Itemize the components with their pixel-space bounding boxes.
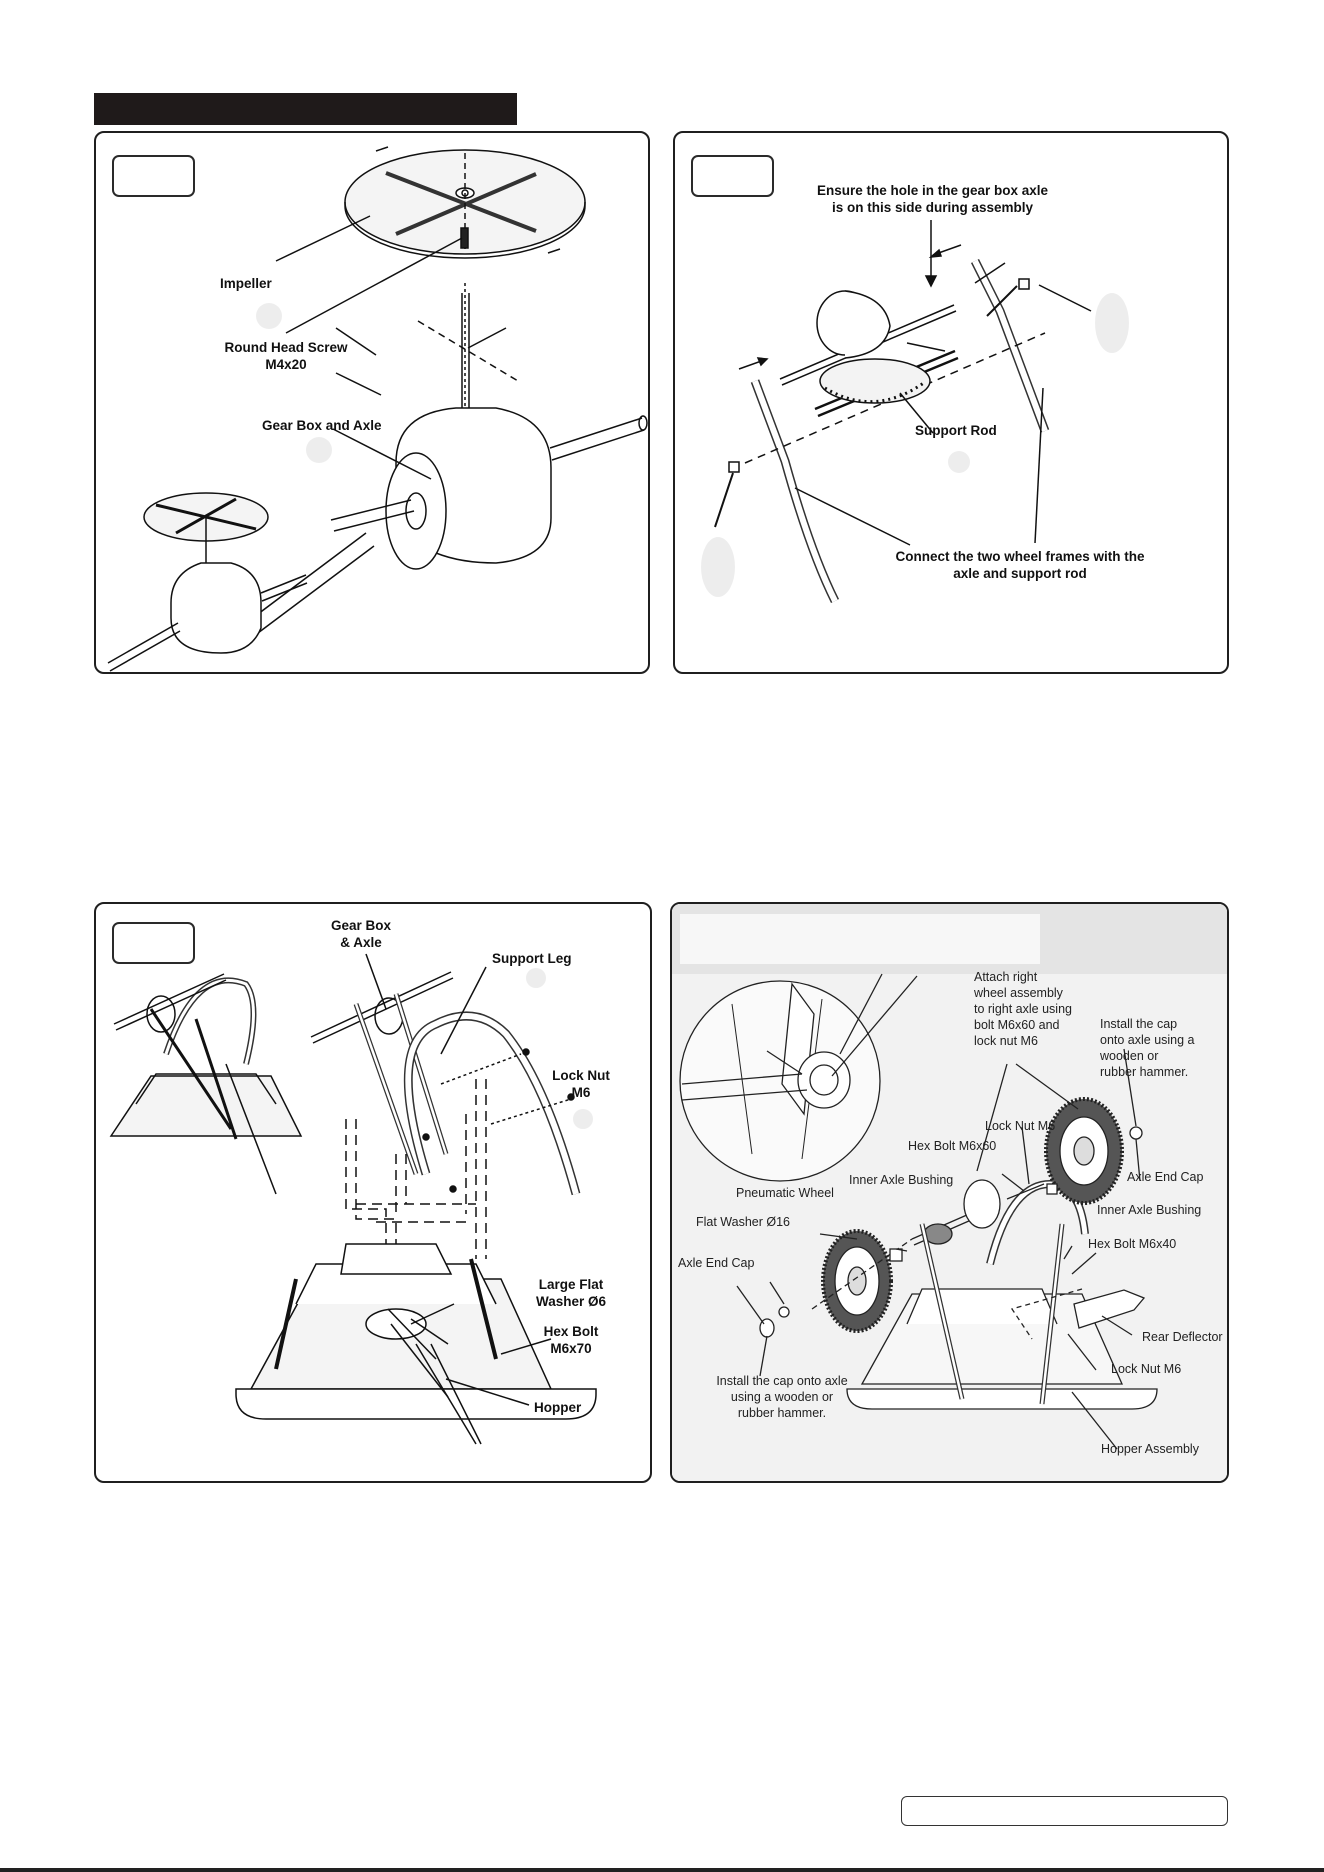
lock-nut-m6-top-label: Lock Nut M6 [985, 1119, 1056, 1133]
ensure-hole-label-line1: Ensure the hole in the gear box axle [816, 183, 1049, 198]
figure-4-illustration [672, 904, 1227, 1481]
axle-end-cap-right-label: Axle End Cap [1127, 1170, 1204, 1184]
attach-wheel-note-line4: bolt M6x60 and [974, 1018, 1060, 1032]
figure-number-box [112, 155, 195, 197]
figure-1-panel: Impeller Round Head Screw M4x20 Gear Box… [94, 131, 650, 674]
attach-wheel-note-line1: Attach right [974, 970, 1038, 984]
figure-1-illustration [107, 146, 648, 672]
hex-bolt-m6x60-label: Hex Bolt M6x60 [908, 1139, 997, 1153]
install-cap-note-line3: wooden or [1100, 1049, 1159, 1063]
hopper-label: Hopper [534, 1400, 582, 1415]
figure-3-illustration [109, 953, 597, 1445]
screw-label-line1: Round Head Screw [224, 340, 348, 355]
install-cap-note2-line2: using a wooden or [730, 1390, 834, 1404]
figure-2-illustration [714, 220, 1092, 604]
attach-wheel-note-line5: lock nut M6 [974, 1034, 1038, 1048]
figure-number-box [112, 922, 195, 964]
section-title-bar [94, 93, 517, 125]
connect-frames-label-line2: axle and support rod [953, 566, 1087, 581]
large-flat-washer-label-line1: Large Flat [538, 1277, 604, 1292]
hopper-assembly-label: Hopper Assembly [1101, 1442, 1199, 1456]
large-flat-washer-label-line2: Washer Ø6 [535, 1294, 607, 1309]
ensure-hole-label-line2: is on this side during assembly [831, 200, 1034, 215]
install-cap-note2-line1: Install the cap onto axle [716, 1374, 848, 1388]
support-leg-label: Support Leg [492, 951, 572, 966]
connect-frames-label-line1: Connect the two wheel frames with the [895, 549, 1145, 564]
install-cap-note2-line3: rubber hammer. [737, 1406, 827, 1420]
pneumatic-wheel-label: Pneumatic Wheel [736, 1186, 834, 1200]
hex-bolt-label-line2: M6x70 [550, 1341, 592, 1356]
gearbox-axle-label-line2: & Axle [340, 935, 382, 950]
lock-nut-label-line2: M6 [571, 1085, 591, 1100]
gearbox-axle-label: Gear Box and Axle [262, 418, 382, 433]
inner-axle-bushing-mid-label: Inner Axle Bushing [849, 1173, 954, 1187]
hex-bolt-label-line1: Hex Bolt [543, 1324, 599, 1339]
screw-label-line2: M4x20 [265, 357, 307, 372]
rear-deflector-label: Rear Deflector [1142, 1330, 1223, 1344]
inner-axle-bushing-right-label: Inner Axle Bushing [1097, 1203, 1202, 1217]
support-rod-label: Support Rod [915, 423, 997, 438]
footer-page-box [901, 1796, 1228, 1826]
bottom-rule [0, 1868, 1324, 1872]
impeller-label: Impeller [220, 276, 272, 291]
figure-3-panel: Gear Box & Axle Support Leg Lock Nut M6 … [94, 902, 652, 1483]
install-cap-note-line2: onto axle using a [1100, 1033, 1195, 1047]
figure-2-panel: Ensure the hole in the gear box axle is … [673, 131, 1229, 674]
attach-wheel-note-line3: to right axle using [974, 1002, 1072, 1016]
figure-number-box [691, 155, 774, 197]
flat-washer-label: Flat Washer Ø16 [696, 1215, 791, 1229]
install-cap-note-line4: rubber hammer. [1100, 1065, 1189, 1079]
axle-end-cap-left-label: Axle End Cap [678, 1256, 755, 1270]
hex-bolt-m6x40-label: Hex Bolt M6x40 [1088, 1237, 1177, 1251]
gearbox-axle-label-line1: Gear Box [330, 918, 392, 933]
lock-nut-m6-bottom-label: Lock Nut M6 [1111, 1362, 1182, 1376]
lock-nut-label-line1: Lock Nut [552, 1068, 610, 1083]
attach-wheel-note-line2: wheel assembly [974, 986, 1063, 1000]
figure-4-panel: Attach right wheel assembly to right axl… [670, 902, 1229, 1483]
install-cap-note-line1: Install the cap [1100, 1017, 1178, 1031]
